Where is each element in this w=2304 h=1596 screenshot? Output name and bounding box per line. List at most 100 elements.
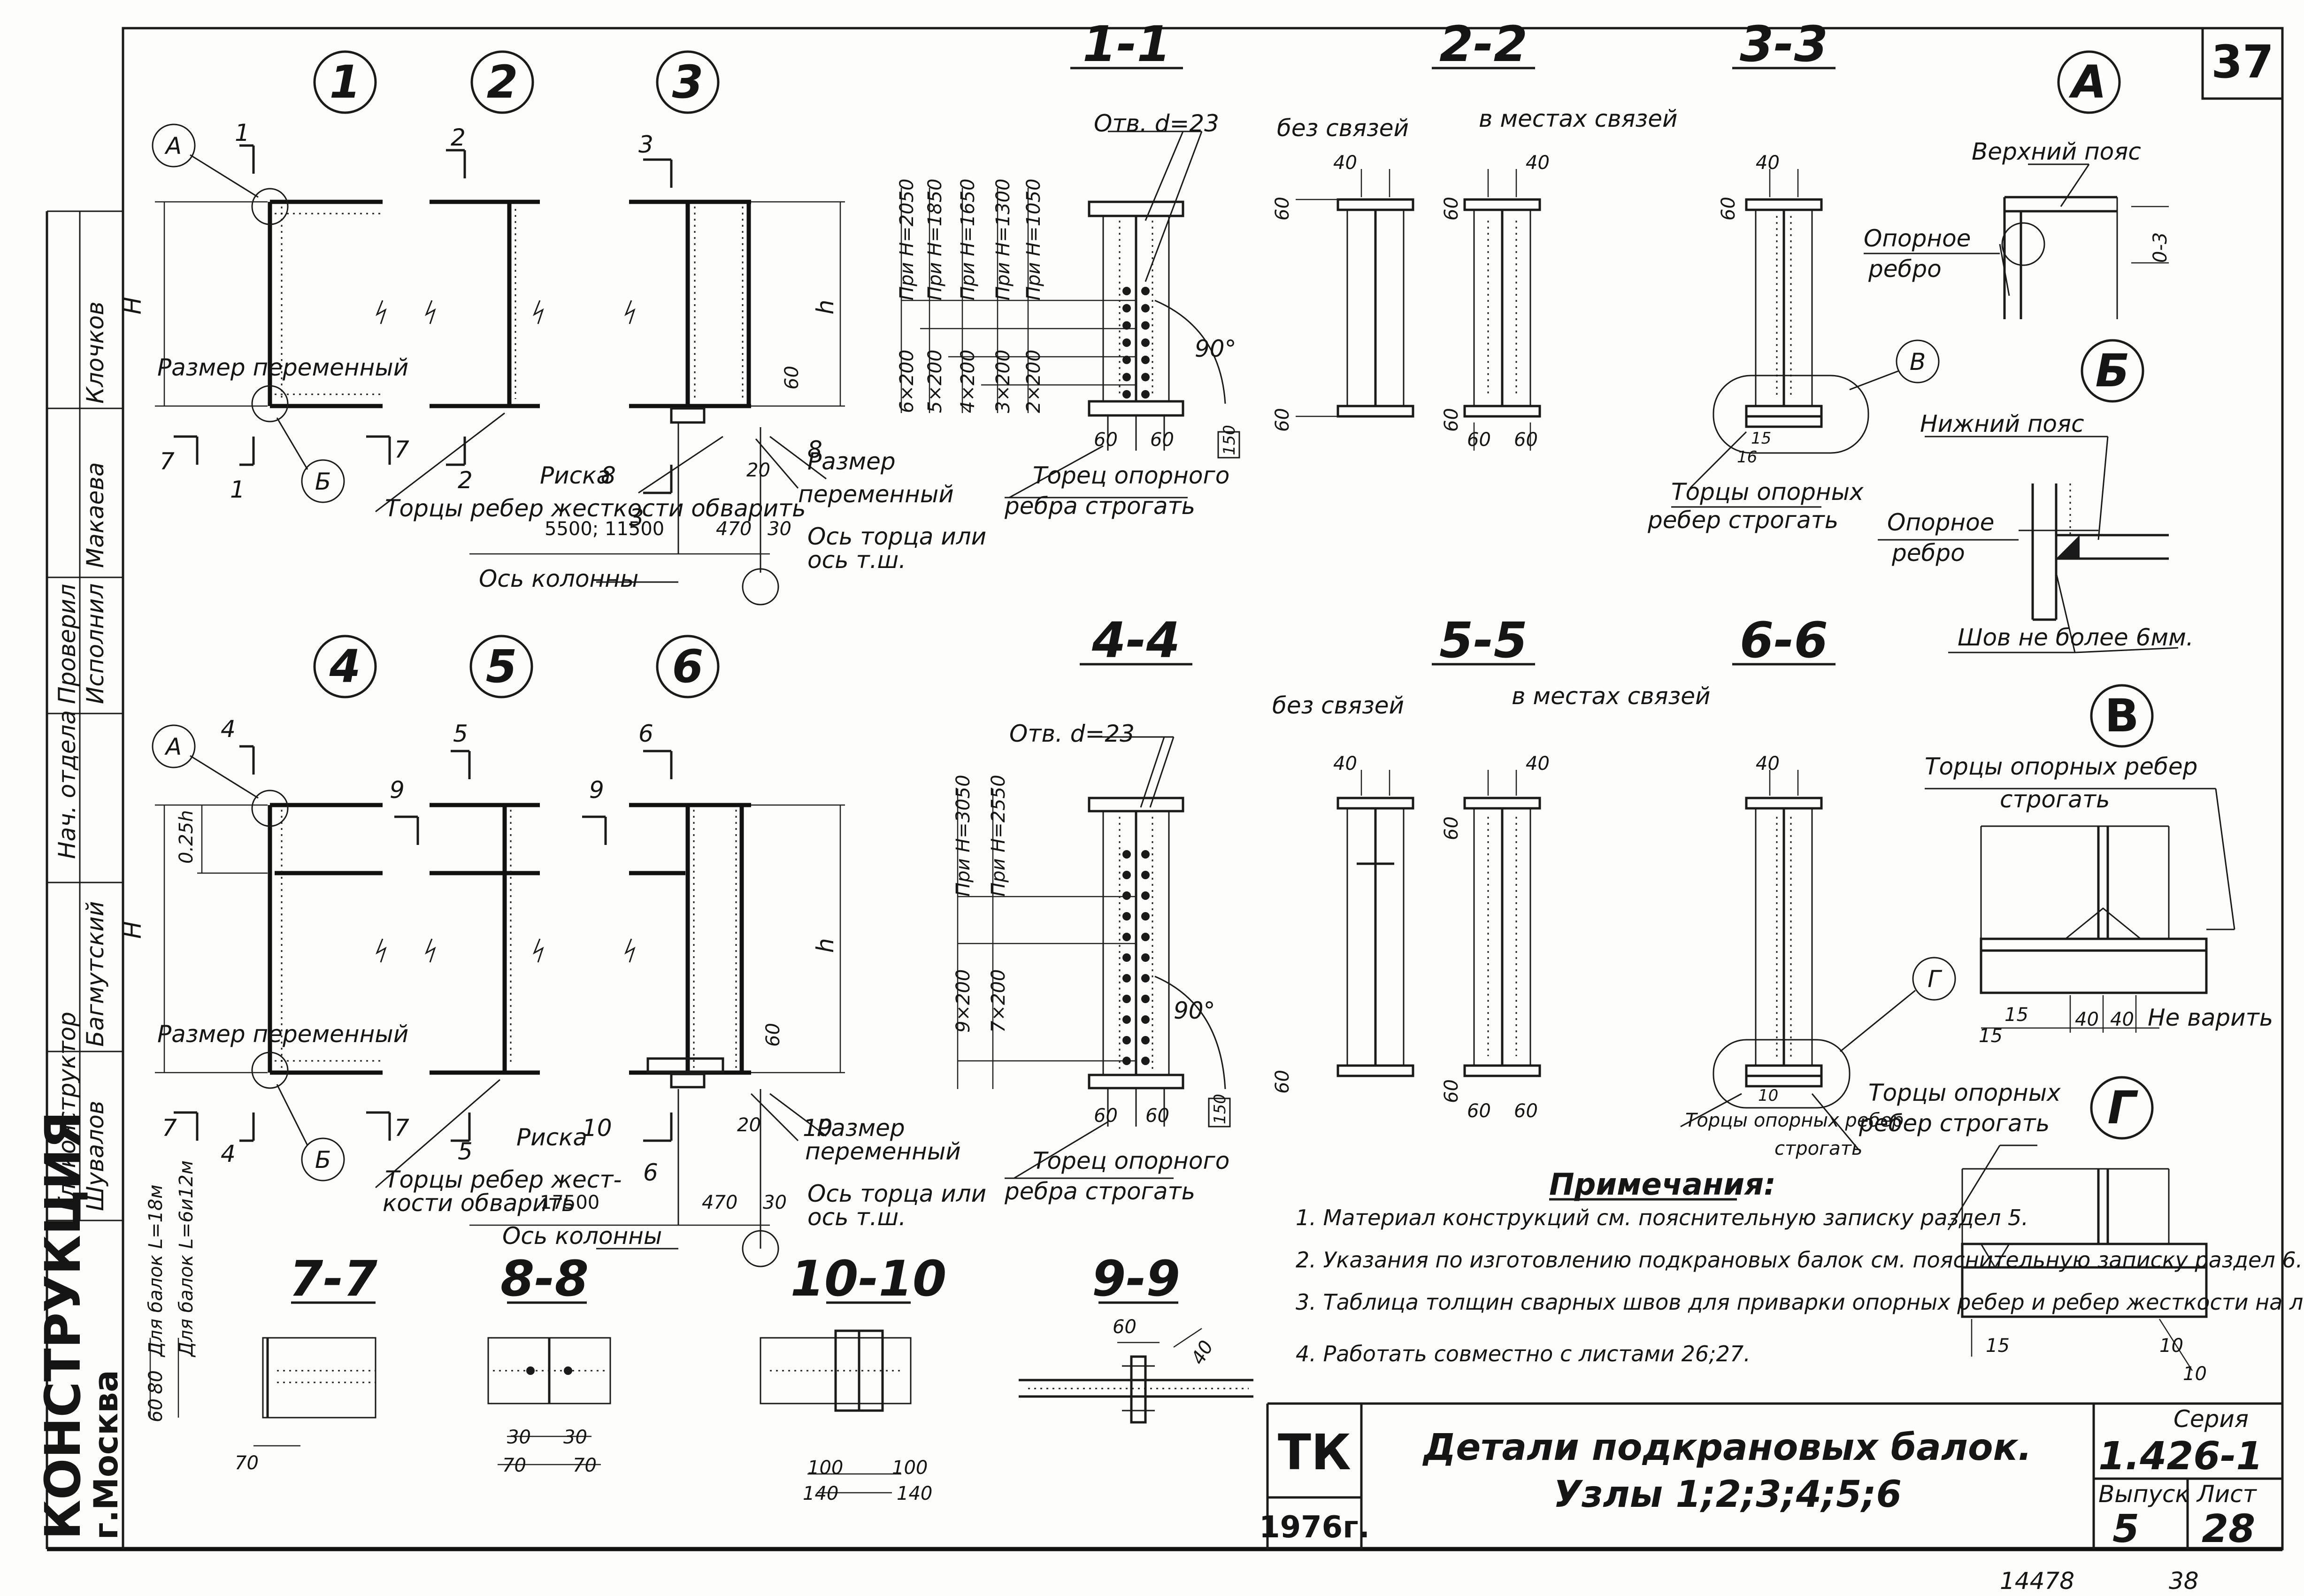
footer-num-2: 38 — [2169, 1567, 2199, 1595]
detail-G-d15: 15 — [1986, 1335, 2010, 1357]
detail-B-drawing — [1878, 436, 2179, 653]
section-4-4-title: 4-4 — [1091, 612, 1180, 669]
node-6-cut-b: 6 — [643, 1159, 658, 1186]
bolt-hole — [1122, 338, 1131, 347]
dim-30b: 30 — [763, 1192, 787, 1213]
node-5-label: 5 — [486, 640, 517, 693]
section-5-5-title: 5-5 — [1439, 612, 1528, 669]
bolt-hole — [1122, 355, 1131, 364]
s22-d60-d: 60 — [1441, 408, 1462, 432]
detail-B-bottom: Нижний пояс — [1920, 410, 2084, 437]
detail-A-title: А — [2068, 56, 2106, 108]
node-4-H: H — [119, 921, 146, 939]
stamp-series: 1.426-1 — [2098, 1434, 2263, 1479]
detail-G-circle — [2090, 1076, 2154, 1140]
s55-d60-e: 60 — [1514, 1100, 1538, 1122]
s55-d60-c: 60 — [1441, 1079, 1462, 1103]
s99-d60: 60 — [1113, 1316, 1137, 1338]
s66-note-d: ребер строгать — [1859, 1110, 2050, 1137]
s22-d60-e: 60 — [1467, 429, 1491, 451]
s77-l2: Для балок L=6и12м — [176, 1160, 197, 1358]
stamp-sheet: 28 — [2202, 1507, 2255, 1551]
h-1650: При H=1650 — [957, 178, 979, 300]
bolt-hole — [1122, 995, 1131, 1003]
node-2-label: 2 — [487, 56, 518, 108]
node-4-cut-7b: 7 — [394, 1114, 409, 1142]
dim-20: 20 — [746, 460, 770, 481]
detail-V-ends2: строгать — [2000, 786, 2110, 813]
note-1: 1. Материал конструкций см. пояснительну… — [1296, 1205, 2028, 1230]
angle-90-2: 90° — [1174, 997, 1215, 1024]
tor-note-2a: Торец опорного — [1033, 1147, 1229, 1174]
node-4-cut-4a: 4 — [221, 715, 236, 743]
h-1300: При H=1300 — [992, 178, 1014, 300]
name-bagmutsky: Багмутский — [82, 901, 109, 1047]
h-1850: При H=1850 — [924, 178, 946, 300]
stamp-title-1: Детали подкрановых балок. — [1422, 1427, 2032, 1469]
node-5-cut-9: 9 — [589, 776, 604, 804]
stamp-title-2: Узлы 1;2;3;4;5;6 — [1553, 1473, 1902, 1516]
node-4-cut-7a: 7 — [162, 1114, 177, 1142]
step-5x200: 5×200 — [924, 350, 946, 413]
bolt-hole — [1141, 850, 1150, 859]
s55-d40-b: 40 — [1526, 753, 1550, 775]
s33-d60: 60 — [1718, 197, 1739, 221]
bolt-hole — [1141, 912, 1150, 921]
sheet-number: 37 — [2211, 36, 2274, 88]
detail-G-d10-b: 10 — [2183, 1363, 2207, 1385]
callout-B-2: Б — [315, 1146, 331, 1174]
bolt-hole — [1141, 995, 1150, 1003]
section-9-9-title: 9-9 — [1092, 1250, 1180, 1307]
section-6-6-title: 6-6 — [1740, 612, 1828, 669]
node-1-H: H — [119, 297, 146, 315]
s66-d40: 40 — [1756, 753, 1780, 775]
section-5-5 — [1336, 770, 1541, 1077]
s55-d40-a: 40 — [1333, 753, 1357, 775]
node-4-beam — [152, 724, 419, 1182]
role-gl-konstruktor: Гл. конструктор — [54, 1012, 81, 1211]
node-6-beam — [469, 750, 845, 1267]
s33-d40: 40 — [1756, 152, 1780, 174]
node-2-cut-a: 2 — [451, 124, 466, 151]
size-var-d: переменный — [805, 1138, 961, 1165]
bolt-hole — [1122, 974, 1131, 982]
node-1-cut-7a: 7 — [160, 448, 175, 475]
dim-470b: 470 — [702, 1192, 737, 1213]
callout-V-1: В — [1910, 348, 1926, 376]
note-4: 4. Работать совместно с листами 26;27. — [1296, 1341, 1751, 1366]
bolt-hole — [1141, 1057, 1150, 1065]
node-3-label: 3 — [672, 56, 704, 108]
detail-B-rib2: ребро — [1891, 539, 1965, 567]
section-1-1 — [900, 130, 1240, 499]
detail-B-rib: Опорное — [1887, 509, 1994, 536]
detail-A-rib: Опорное — [1864, 225, 1971, 252]
detail-G-drawing — [1947, 1144, 2208, 1371]
node-3-cut-a: 3 — [638, 131, 653, 158]
box-150-1: 150 — [1220, 425, 1239, 455]
detail-V-d40-b: 40 — [2110, 1009, 2134, 1030]
hole-label-1: Отв. d=23 — [1094, 110, 1219, 137]
column-axis-2: Ось колонны — [502, 1222, 662, 1250]
bolt-hole — [1141, 338, 1150, 347]
section-1-1-title: 1-1 — [1083, 15, 1171, 73]
section-9-9 — [1019, 1327, 1253, 1424]
section-10-10 — [760, 1329, 912, 1494]
s1010-d100-a: 100 — [807, 1457, 843, 1479]
node-6-label: 6 — [672, 640, 704, 693]
section-8-8-title: 8-8 — [500, 1250, 589, 1307]
section-2-2-title: 2-2 — [1439, 15, 1528, 73]
s33-d15: 15 — [1751, 429, 1771, 448]
node-3-cut-b: 3 — [629, 504, 644, 531]
s88-d30-b: 30 — [563, 1427, 587, 1448]
h-1050: При H=1050 — [1023, 178, 1044, 300]
bolt-hole — [1141, 355, 1150, 364]
bolt-hole — [1122, 304, 1131, 313]
node-5-beam — [375, 750, 607, 1189]
bolt-hole — [1122, 871, 1131, 879]
bolt-hole — [1141, 871, 1150, 879]
note-2: 2. Указания по изготовлению подкрановых … — [1296, 1247, 2303, 1273]
org-name: КОНСТРУКЦИЯ — [34, 1111, 92, 1540]
detail-A-top: Верхний пояс — [1972, 138, 2141, 165]
stamp-sheet-label: Лист — [2196, 1481, 2258, 1508]
column-axis-1: Ось колонны — [479, 565, 638, 592]
